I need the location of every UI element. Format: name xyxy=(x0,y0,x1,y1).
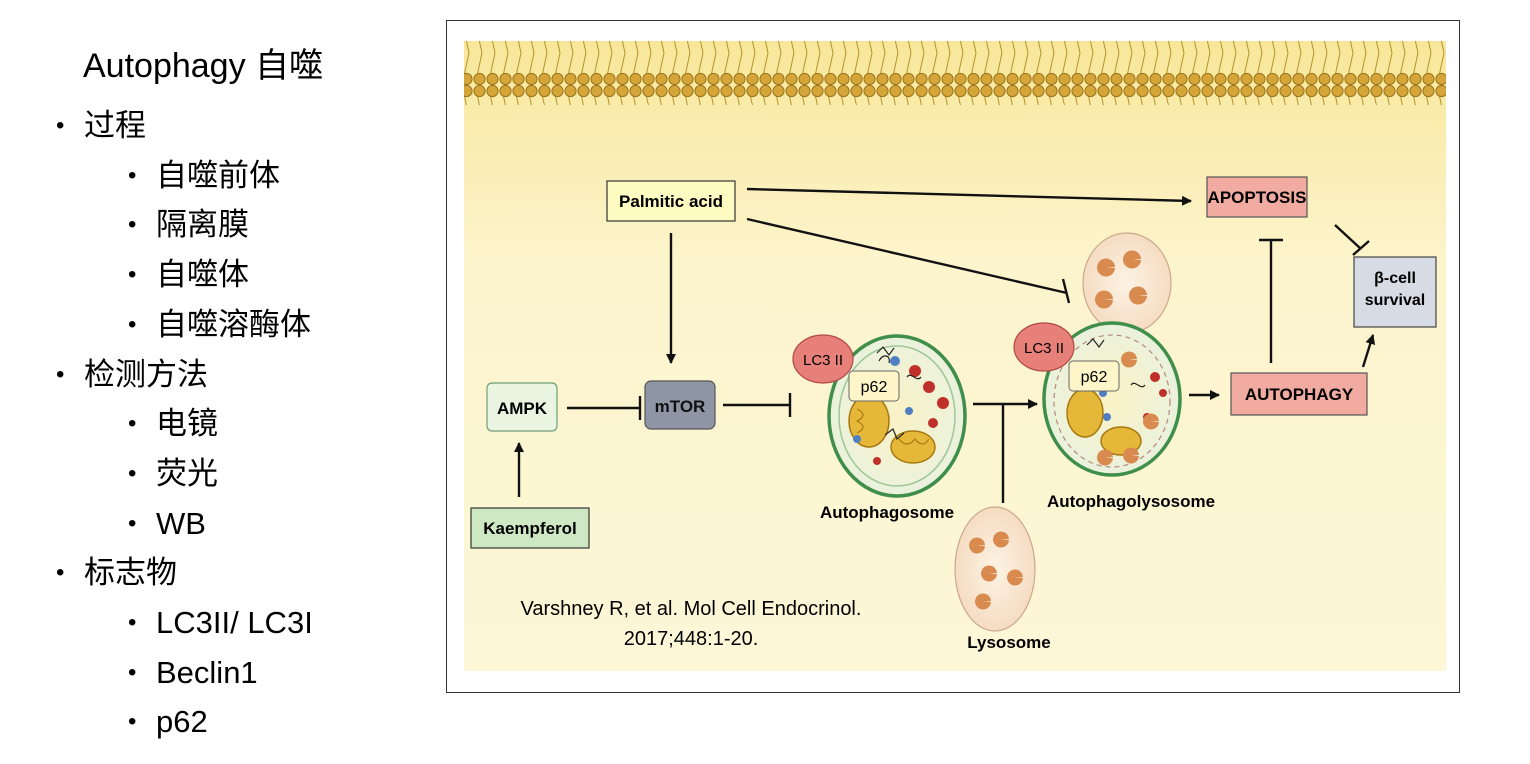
lysosome xyxy=(954,506,1036,632)
pathway-connectors xyxy=(514,187,1376,503)
sub-bullet-item: • 自噬溶酶体 xyxy=(128,305,311,345)
citation-line2: 2017;448:1-20. xyxy=(624,628,759,650)
autophagy-label: AUTOPHAGY xyxy=(1245,385,1354,404)
sub-bullet-item: • Beclin1 xyxy=(128,653,258,693)
p62-right-label: p62 xyxy=(1081,369,1108,386)
bullet-marker: • xyxy=(128,658,137,686)
bullet-text: 自噬溶酶体 xyxy=(156,306,311,342)
bullet-item: • 检测方法 xyxy=(56,355,208,395)
bullet-marker: • xyxy=(128,211,137,239)
bullet-text: p62 xyxy=(156,704,208,740)
ampk-box xyxy=(486,382,558,432)
bullet-text: LC3II/ LC3I xyxy=(156,605,313,640)
bullet-marker: • xyxy=(128,161,137,189)
arrow-autophagy-to-survival xyxy=(1361,334,1376,368)
autophagolysosome-vesicle xyxy=(1042,321,1182,477)
beta-cell-survival-box xyxy=(1353,256,1437,328)
bullet-text: 标志物 xyxy=(84,555,177,591)
inhibit-palmitic-to-fusion xyxy=(746,217,1068,295)
kaempferol-label: Kaempferol xyxy=(483,519,577,538)
mitochondrion-icon xyxy=(890,430,936,464)
lysosome-fusing xyxy=(1082,232,1172,334)
sub-bullet-item: • 自噬前体 xyxy=(128,156,280,196)
arrow-palmitic-to-apoptosis xyxy=(746,187,1192,206)
ampk-label: AMPK xyxy=(497,399,548,418)
autophagy-box xyxy=(1230,372,1368,416)
sub-bullet-item: • 隔离膜 xyxy=(128,205,249,245)
mitochondrion-icon xyxy=(1066,388,1104,438)
apoptosis-label: APOPTOSIS xyxy=(1208,188,1307,207)
bullet-text: 电镜 xyxy=(156,406,218,442)
sub-bullet-item: • WB xyxy=(128,504,206,544)
lysosome-label: Lysosome xyxy=(967,633,1050,652)
bullet-marker: • xyxy=(128,459,137,487)
bullet-marker: • xyxy=(128,310,137,338)
p62-badge xyxy=(848,370,900,402)
sub-bullet-item: • 自噬体 xyxy=(128,255,249,295)
bullet-text: 过程 xyxy=(84,108,146,143)
autophagy-pathway-figure: Palmitic acid APOPTOSIS β-cell survival … xyxy=(446,20,1460,693)
mtor-label: mTOR xyxy=(655,397,706,416)
autophagosome-label: Autophagosome xyxy=(820,503,954,522)
slide-title: Autophagy 自噬 xyxy=(83,47,324,85)
bullet-item: • 过程 xyxy=(56,106,146,146)
inhibit-bar-survival xyxy=(1352,240,1370,256)
p62-badge xyxy=(1068,360,1120,392)
beta-cell-label-line1: β-cell xyxy=(1374,270,1416,287)
cell-membrane xyxy=(464,41,1446,105)
protein-aggregate-icon xyxy=(876,346,905,441)
autophagolysosome-label: Autophagolysosome xyxy=(1047,492,1215,511)
pathway-diagram-svg: Palmitic acid APOPTOSIS β-cell survival … xyxy=(464,41,1446,671)
sub-bullet-item: • 电镜 xyxy=(128,404,218,444)
beta-cell-label-line2: survival xyxy=(1365,292,1425,309)
bullet-marker: • xyxy=(128,609,137,636)
bullet-text: 隔离膜 xyxy=(156,207,249,243)
lc3-left-label: LC3 II xyxy=(803,352,843,369)
sub-bullet-item: • p62 xyxy=(128,702,208,742)
bullet-text: Beclin1 xyxy=(156,654,258,690)
inhibit-apoptosis-to-survival xyxy=(1334,224,1362,250)
protein-aggregate-icon xyxy=(1086,338,1146,388)
bullet-text: 荧光 xyxy=(156,455,218,491)
kaempferol-box xyxy=(470,507,590,549)
bullet-marker: • xyxy=(128,261,137,289)
bullet-text: 自噬体 xyxy=(156,257,249,293)
bullet-text: 自噬前体 xyxy=(156,157,280,193)
bullet-marker: • xyxy=(128,410,137,438)
sub-bullet-item: • 荧光 xyxy=(128,454,218,494)
mtor-box xyxy=(644,380,716,430)
bullet-text: 检测方法 xyxy=(84,356,208,392)
palmitic-acid-box xyxy=(606,180,736,222)
slide-outline: Autophagy 自噬 • 过程 • 自噬前体 • 隔离膜 • 自噬体 • 自噬溶酶体 • 检测方法… xyxy=(0,0,440,764)
lc3-ii-badge xyxy=(792,334,854,384)
bullet-item: • 标志物 xyxy=(56,553,177,593)
bullet-text: WB xyxy=(156,505,206,541)
bullet-marker: • xyxy=(128,509,137,537)
lc3-right-label: LC3 II xyxy=(1024,340,1064,357)
bullet-marker: • xyxy=(56,559,65,587)
palmitic-acid-label: Palmitic acid xyxy=(619,192,723,211)
bullet-marker: • xyxy=(56,360,65,388)
apoptosis-box xyxy=(1206,176,1308,218)
bullet-marker: • xyxy=(128,708,137,736)
citation-line1: Varshney R, et al. Mol Cell Endocrinol. xyxy=(521,598,862,620)
sub-bullet-item: • LC3II/ LC3I xyxy=(128,603,313,643)
lc3-ii-badge xyxy=(1013,322,1075,372)
bullet-marker: • xyxy=(56,112,65,139)
inhibit-bar-fusion xyxy=(1061,278,1071,304)
p62-left-label: p62 xyxy=(861,379,888,396)
